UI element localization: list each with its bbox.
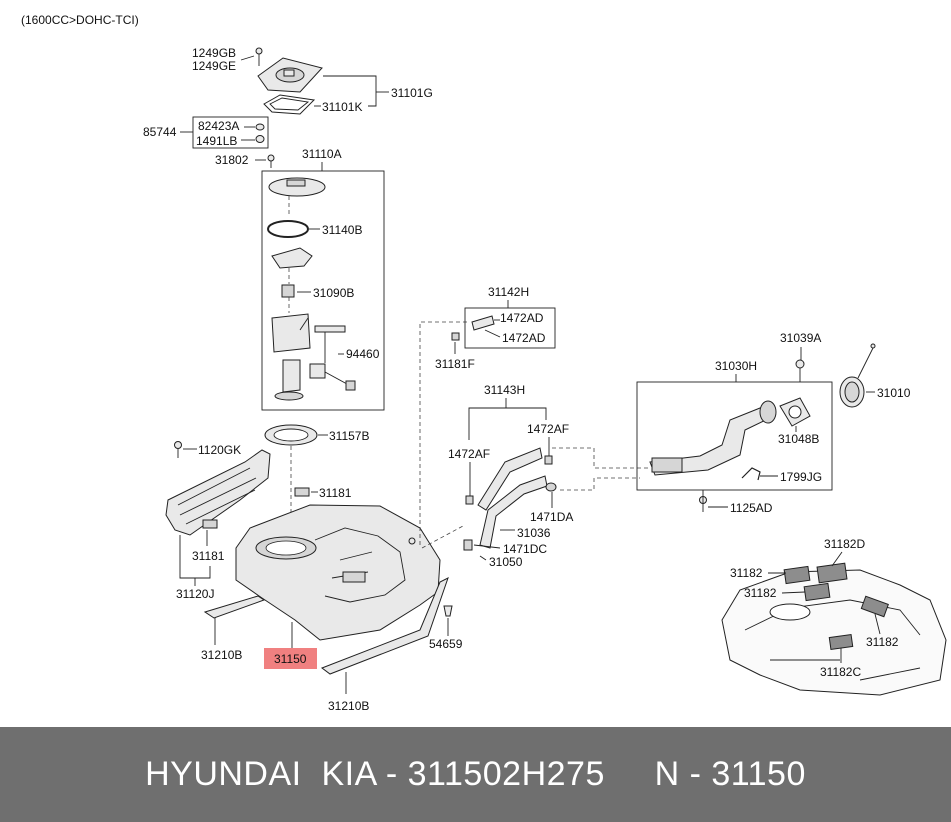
part-number-footer: HYUNDAI KIA - 311502H275 N - 31150 [0, 727, 951, 822]
cover-gasket-shape [263, 94, 316, 115]
clip-icon [255, 123, 265, 131]
label-31150: 31150 [274, 652, 307, 666]
parts-diagram: (1600CC>DOHC-TCI) 1249GB 1249GE 31101K 3… [21, 13, 947, 713]
inset-tank-group: 31182D 31182 31182 31182 31182C [721, 537, 947, 696]
label-31039A: 31039A [780, 331, 821, 345]
label-1120GK: 1120GK [198, 443, 241, 457]
label-31182C: 31182C [820, 665, 861, 679]
label-1472AFa: 1472AF [527, 422, 569, 436]
label-1472ADa: 1472AD [500, 311, 544, 325]
diagram-canvas: (1600CC>DOHC-TCI) 1249GB 1249GE 31101K 3… [21, 13, 947, 713]
screw-icon [255, 47, 263, 55]
label-1472ADb: 1472AD [502, 331, 546, 345]
pump-body-shape [271, 313, 311, 353]
label-31182b: 31182 [744, 586, 777, 600]
label-31181b: 31181 [192, 549, 225, 563]
label-31210Bb: 31210B [328, 699, 369, 713]
pad-shape [803, 582, 831, 602]
label-31050: 31050 [489, 555, 523, 569]
variant-label: (1600CC>DOHC-TCI) [21, 13, 139, 27]
oring-shape [267, 220, 309, 238]
label-1249GB: 1249GB [192, 46, 236, 60]
pad-shape [828, 633, 854, 651]
label-31048B: 31048B [778, 432, 819, 446]
label-31036: 31036 [517, 526, 551, 540]
label-31143H: 31143H [484, 383, 525, 397]
label-1471DC: 1471DC [503, 542, 547, 556]
label-1249GE: 1249GE [192, 59, 236, 73]
group-85744: 85744 82423A 1491LB [143, 116, 269, 149]
bolt-icon [174, 441, 182, 449]
heat-shield-group: 1120GK 31181 31181 31120J [165, 441, 352, 601]
label-82423A: 82423A [198, 119, 239, 133]
highlight-31150 [264, 648, 317, 669]
box-31030H [636, 381, 833, 491]
strap-left-shape [203, 595, 266, 619]
label-54659: 54659 [429, 637, 463, 651]
bolt-icon [267, 154, 275, 162]
box-31142H [464, 307, 556, 349]
label-31090B: 31090B [313, 286, 354, 300]
label-31101K: 31101K [322, 100, 362, 114]
label-31157B: 31157B [329, 429, 369, 443]
pad-shape [860, 595, 889, 618]
label-1471DA: 1471DA [530, 510, 573, 524]
label-31030H: 31030H [715, 359, 757, 373]
label-31210Ba: 31210B [201, 648, 242, 662]
label-94460: 94460 [346, 347, 380, 361]
strap-right-shape [320, 577, 449, 675]
fuel-tank-shape [235, 504, 441, 641]
footer-text: HYUNDAI KIA - 311502H275 N - 31150 [145, 755, 806, 793]
label-1472AFb: 1472AF [448, 447, 490, 461]
label-31802: 31802 [215, 153, 249, 167]
label-31182a: 31182 [730, 566, 763, 580]
group-31142H: 31142H 1472AD 1472AD 31181F [435, 285, 556, 371]
fuel-tank-group: 31210B 31210B 31150 54659 [201, 504, 463, 713]
vent-hose-shape [477, 447, 543, 511]
box-85744 [192, 116, 269, 149]
label-31182D: 31182D [824, 537, 865, 551]
label-31140B: 31140B [322, 223, 362, 237]
label-31101G: 31101G [391, 86, 433, 100]
service-cover-group: 1249GB 1249GE 31101K 31101G [192, 46, 433, 115]
label-31142H: 31142H [488, 285, 529, 299]
label-31182c: 31182 [866, 635, 899, 649]
pad-shape [783, 565, 811, 585]
pump-flange-shape [268, 177, 326, 197]
group-31143H: 31143H 1472AF 1472AF 1471DA 31036 1471DC… [448, 383, 573, 569]
label-31110A: 31110A [302, 147, 342, 161]
pad-shape [816, 562, 848, 584]
label-31181F: 31181F [435, 357, 475, 371]
box-31110A [261, 170, 385, 411]
label-31181a: 31181 [319, 486, 352, 500]
fuel-pump-group: 31802 31110A 31140B 31090B 94460 [215, 147, 385, 411]
label-1799JG: 1799JG [780, 470, 822, 484]
label-85744: 85744 [143, 125, 177, 139]
sender-rod-shape [314, 325, 346, 333]
label-1491LB: 1491LB [196, 134, 237, 148]
group-31030H: 31030H 31048B 1799JG 1125AD 31039A 31010 [636, 331, 911, 515]
screw-icon [795, 359, 805, 369]
regulator-shape [281, 284, 295, 298]
label-31010: 31010 [877, 386, 911, 400]
plug-icon [255, 135, 265, 143]
label-31120J: 31120J [176, 587, 214, 601]
heat-shield-shape [165, 449, 271, 536]
nut-icon [443, 605, 453, 617]
filter-shape [271, 247, 313, 269]
label-1125AD: 1125AD [730, 501, 773, 515]
